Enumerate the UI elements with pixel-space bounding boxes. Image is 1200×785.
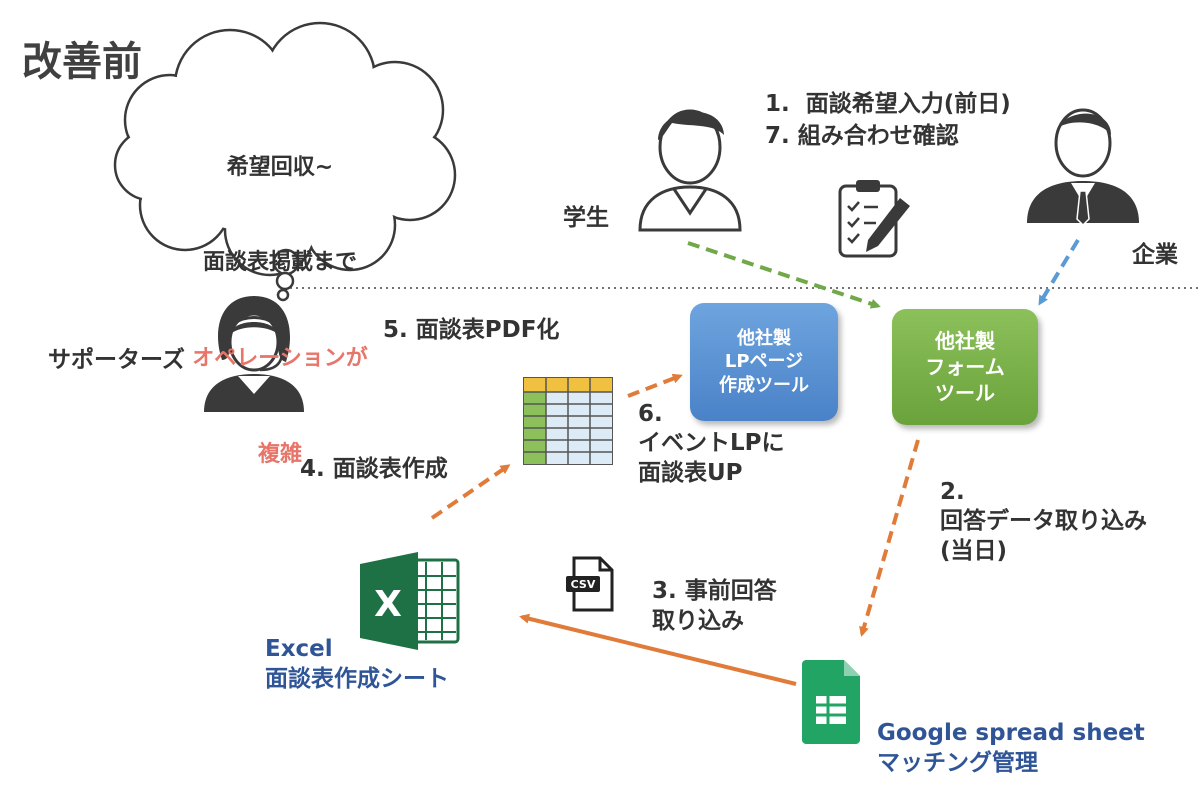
excel-icon: X bbox=[360, 552, 460, 650]
person-icon bbox=[638, 109, 742, 232]
student-label: 学生 bbox=[563, 205, 609, 231]
csv-label: CSV bbox=[571, 578, 596, 591]
excel-label: Excel bbox=[265, 636, 333, 662]
csv-file-icon: CSV bbox=[566, 556, 614, 612]
gsheet-label: Google spread sheet bbox=[877, 720, 1145, 746]
clipboard-checklist-icon bbox=[838, 180, 910, 258]
company-label: 企業 bbox=[1132, 242, 1178, 268]
excel-sheet-label: 面談表作成シート bbox=[265, 666, 449, 692]
google-sheets-icon bbox=[802, 660, 860, 744]
cloud-line-2: 面談表掲載まで bbox=[202, 250, 357, 276]
step5-label: 5. 面談表PDF化 bbox=[383, 317, 560, 343]
cloud-line-4: 複雑 bbox=[257, 441, 302, 467]
cloud-line-1: 希望回収~ bbox=[226, 154, 334, 180]
arrow-company-to-form bbox=[1038, 238, 1080, 306]
headset-operator-icon bbox=[204, 296, 304, 412]
gsheet-sub-label: マッチング管理 bbox=[877, 750, 1038, 776]
step1-label: 1. 面談希望入力(前日) bbox=[765, 91, 1011, 117]
form-tool-box: 他社製 フォーム ツール bbox=[892, 309, 1038, 425]
step7-label: 7. 組み合わせ確認 bbox=[765, 123, 959, 149]
excel-icon-letter: X bbox=[374, 584, 402, 625]
step4-label: 4. 面談表作成 bbox=[300, 456, 448, 482]
arrow-excel-to-table bbox=[430, 464, 511, 520]
cloud-text: 希望回収~ 面談表掲載まで オペレーションが 複雑 bbox=[150, 88, 410, 503]
arrow-table-to-lp bbox=[627, 373, 683, 398]
arrow-gsheet-to-excel bbox=[519, 613, 797, 686]
step2-label: 2. 回答データ取り込み (当日) bbox=[940, 479, 1147, 564]
lp-tool-box: 他社製 LPページ 作成ツール bbox=[690, 303, 838, 421]
step6-label: 6. イベントLPに 面談表UP bbox=[638, 401, 785, 486]
page-title: 改善前 bbox=[22, 39, 142, 85]
step3-label: 3. 事前回答 取り込み bbox=[652, 578, 777, 634]
spreadsheet-table-icon bbox=[523, 377, 613, 465]
arrow-student-to-form bbox=[687, 241, 881, 309]
arrow-form-to-gsheet bbox=[859, 439, 920, 637]
businessman-icon bbox=[1027, 108, 1139, 227]
supporters-label: サポーターズ bbox=[48, 347, 185, 373]
cloud-line-3: オペレーションが bbox=[192, 346, 368, 372]
thought-cloud-icon bbox=[113, 21, 457, 302]
